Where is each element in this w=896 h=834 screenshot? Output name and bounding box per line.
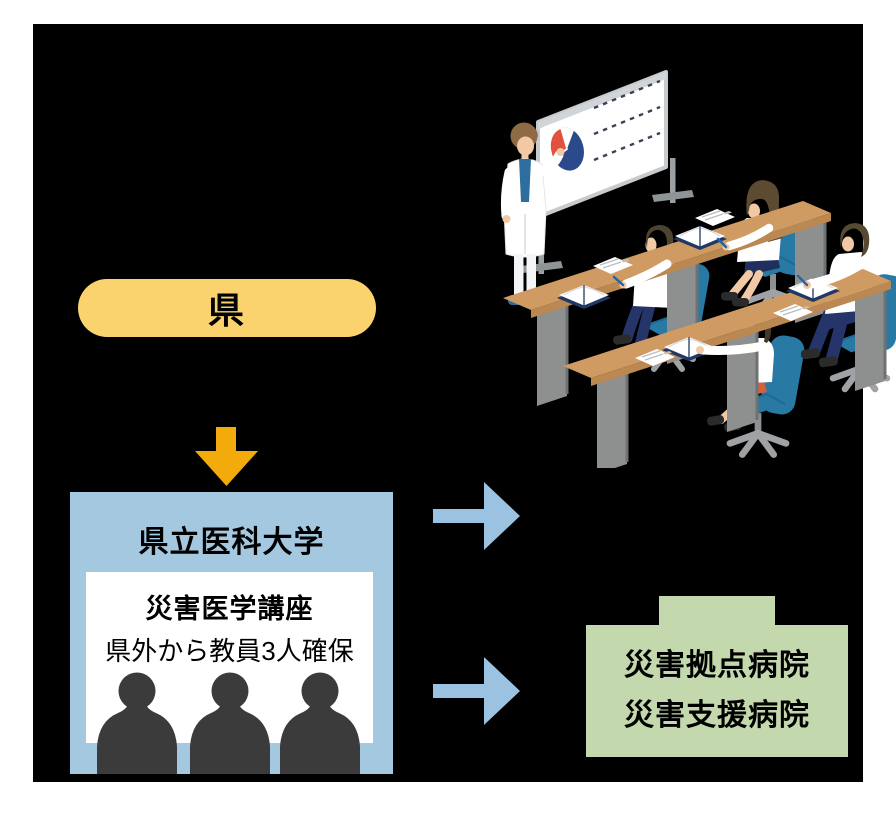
right-arrow-icon: [433, 657, 520, 725]
right-arrow-icon: [433, 482, 520, 550]
down-arrow-icon: [195, 427, 258, 486]
university-title: 県立医科大学: [138, 526, 325, 559]
diagram-canvas: 県 県立医科大学 災害医学講座 県外から教員3人確保: [33, 24, 863, 782]
student-arms: [696, 259, 866, 355]
prefecture-pill-label: 県: [207, 290, 246, 331]
person-silhouette-icon: [97, 672, 177, 774]
student-arms: [612, 223, 774, 289]
hospital-box-tab: [659, 596, 775, 626]
hospital-line-1: 災害拠点病院: [624, 649, 810, 682]
hospital-box: 災害拠点病院 災害支援病院: [586, 625, 848, 757]
classroom-illustration: [500, 70, 896, 468]
course-subheading: 県外から教員3人確保: [105, 636, 354, 666]
faculty-silhouettes: [97, 672, 360, 774]
hospital-line-2: 災害支援病院: [624, 699, 810, 732]
person-silhouette-icon: [280, 672, 360, 774]
person-silhouette-icon: [190, 672, 270, 774]
whiteboard-text-lines: [593, 79, 661, 162]
course-heading: 災害医学講座: [145, 594, 314, 624]
prefecture-pill: 県: [78, 279, 376, 337]
university-box: 県立医科大学 災害医学講座 県外から教員3人確保: [70, 492, 393, 774]
